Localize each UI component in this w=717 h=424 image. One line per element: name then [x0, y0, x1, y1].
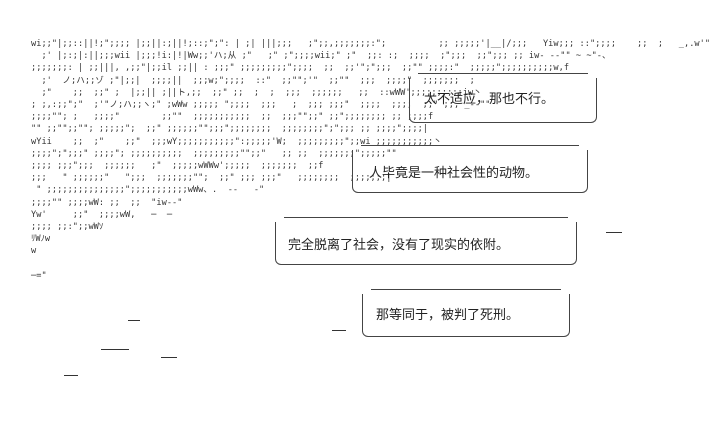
speech-bubble-4-text: 那等同于，被判了死刑。 — [376, 308, 520, 323]
speech-bubble-1-text: 太不适应，那也不行。 — [424, 92, 555, 107]
speech-bubble-2-text: 人毕竟是一种社会性的动物。 — [369, 166, 539, 181]
decor-dash — [128, 320, 140, 321]
speech-bubble-1 — [409, 73, 597, 123]
decor-dash — [64, 375, 78, 376]
speech-bubble-4 — [362, 289, 570, 337]
speech-bubble-2 — [352, 145, 588, 193]
decor-dash — [161, 357, 177, 358]
decor-dash — [332, 330, 346, 331]
decor-dash — [606, 232, 622, 233]
speech-bubble-3-text: 完全脱离了社会，没有了现实的依附。 — [288, 238, 510, 253]
speech-bubble-3 — [275, 217, 577, 265]
decor-dash — [101, 349, 129, 350]
ascii-art-text: wi;;"|;;::||!;";;;; |;;||:;||!;::;";": |… — [31, 39, 711, 281]
